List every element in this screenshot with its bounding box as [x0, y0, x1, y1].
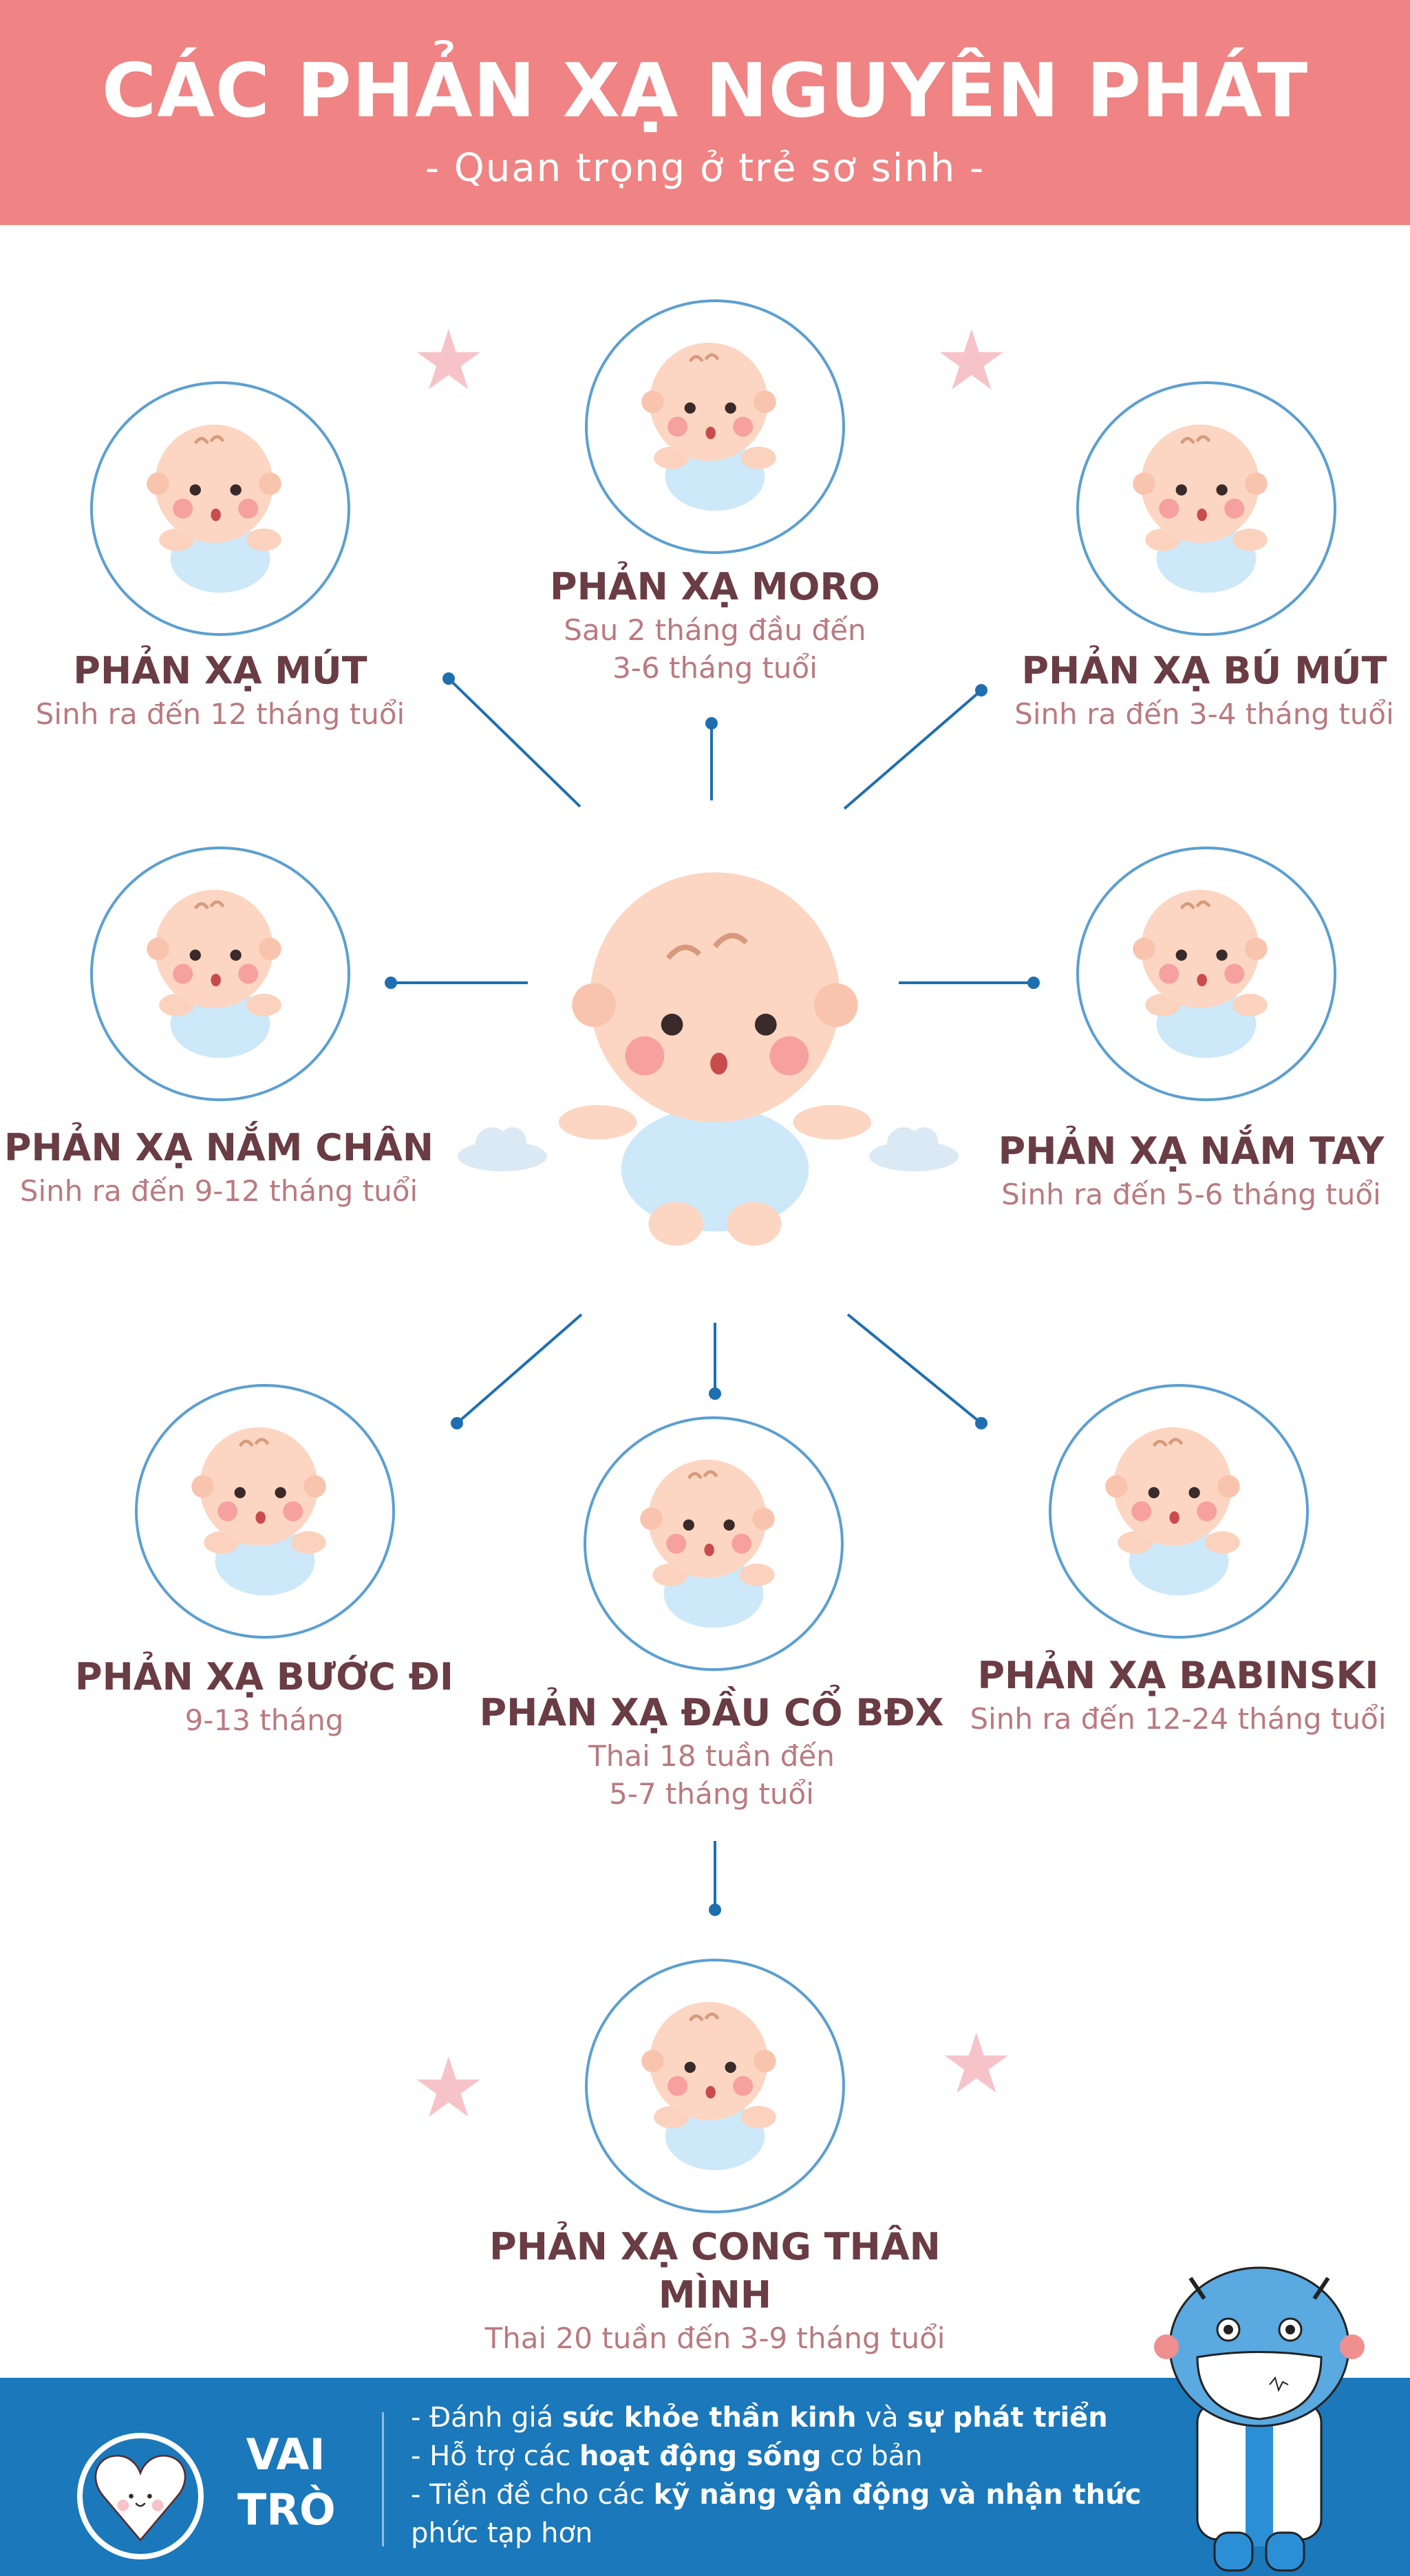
reflex-title: PHẢN XẠ BƯỚC ĐI	[75, 1655, 453, 1699]
reflex-illustration-babinski	[1049, 1384, 1309, 1639]
role-footer: VAI TRÒ - Đánh giá sức khỏe thần kinh và…	[0, 2378, 1410, 2576]
star-icon: ★	[934, 313, 1009, 409]
role-bullet-text: cơ bản	[821, 2440, 923, 2472]
reflex-age: 3-6 tháng tuổi	[612, 651, 818, 685]
reflex-label: PHẢN XẠ BABINSKI Sinh ra đến 12-24 tháng…	[903, 1652, 1410, 1738]
reflex-age: 9-13 tháng	[184, 1703, 344, 1737]
reflex-title: PHẢN XẠ MÚT	[73, 649, 367, 692]
role-bullet-text: và	[856, 2402, 908, 2434]
role-bullet: - Tiền đề cho các kỹ năng vận động và nh…	[411, 2476, 1168, 2514]
reflex-label: PHẢN XẠ NẮM TAY Sinh ra đến 5-6 tháng tu…	[916, 1127, 1410, 1213]
central-baby-illustration	[559, 872, 871, 1246]
header-banner: CÁC PHẢN XẠ NGUYÊN PHÁT - Quan trọng ở t…	[0, 0, 1410, 225]
doctor-mascot-illustration	[1154, 2266, 1365, 2572]
reflex-age: Sau 2 tháng đầu đến	[564, 613, 866, 647]
reflex-illustration-sucking	[90, 381, 350, 636]
star-icon: ★	[412, 313, 486, 409]
reflex-title: PHẢN XẠ CONG THÂN MÌNH	[489, 2225, 941, 2317]
reflex-label: PHẢN XẠ NẮM CHÂN Sinh ra đến 9-12 tháng …	[0, 1124, 494, 1210]
reflex-title: PHẢN XẠ ĐẦU CỔ BĐX	[479, 1691, 944, 1734]
reflex-label: PHẢN XẠ CONG THÂN MÌNH Thai 20 tuần đến …	[440, 2223, 990, 2357]
role-bullet-text: - Đánh giá	[411, 2402, 562, 2434]
reflex-illustration-tonic-neck	[584, 1416, 844, 1671]
role-bullet-text: - Tiền đề cho các	[411, 2479, 654, 2511]
reflex-title: PHẢN XẠ NẮM TAY	[998, 1129, 1385, 1173]
role-heading: VAI TRÒ	[237, 2427, 336, 2537]
star-icon: ★	[939, 2016, 1014, 2112]
reflex-illustration-palmar-grasp	[1076, 847, 1336, 1101]
reflex-age: Sinh ra đến 3-4 tháng tuổi	[1014, 697, 1394, 731]
star-icon: ★	[412, 2041, 486, 2136]
reflex-illustration-moro	[585, 299, 845, 554]
reflex-title: PHẢN XẠ BÚ MÚT	[1021, 649, 1387, 692]
reflex-illustration-rooting	[1076, 381, 1336, 636]
reflex-age: Thai 20 tuần đến 3-9 tháng tuổi	[484, 2321, 946, 2355]
reflex-label: PHẢN XẠ BÚ MÚT Sinh ra đến 3-4 tháng tuổ…	[929, 647, 1410, 733]
role-bullet: phức tạp hơn	[411, 2514, 1168, 2553]
reflex-title: PHẢN XẠ BABINSKI	[977, 1654, 1379, 1697]
reflex-illustration-stepping	[135, 1384, 395, 1639]
reflex-illustration-plantar-grasp	[90, 847, 350, 1101]
reflex-age: Sinh ra đến 5-6 tháng tuổi	[1001, 1178, 1381, 1211]
role-bullet-emphasis: kỹ năng vận động và nhận thức	[653, 2479, 1142, 2511]
reflex-age: 5-7 tháng tuổi	[609, 1777, 814, 1811]
cloud-icon	[458, 1127, 959, 1171]
role-bullet-emphasis: sức khỏe thần kinh	[562, 2402, 857, 2434]
role-bullet-text: - Hỗ trợ các	[411, 2440, 579, 2472]
page-subtitle: - Quan trọng ở trẻ sơ sinh -	[425, 146, 985, 191]
reflex-age: Sinh ra đến 12 tháng tuổi	[35, 697, 405, 731]
role-bullet-emphasis: sự phát triển	[907, 2402, 1108, 2434]
divider	[382, 2412, 384, 2546]
role-heading-line: TRÒ	[237, 2484, 336, 2535]
reflex-label: PHẢN XẠ MORO Sau 2 tháng đầu đến 3-6 thá…	[440, 563, 990, 687]
role-bullet-text: phức tạp hơn	[411, 2518, 593, 2549]
reflex-age: Sinh ra đến 12-24 tháng tuổi	[970, 1702, 1387, 1736]
role-heading-line: VAI	[246, 2429, 325, 2480]
reflex-label: PHẢN XẠ ĐẦU CỔ BĐX Thai 18 tuần đến 5-7 …	[436, 1689, 987, 1813]
reflex-age: Thai 18 tuần đến	[588, 1739, 835, 1773]
role-bullet-list: - Đánh giá sức khỏe thần kinh và sự phát…	[411, 2398, 1168, 2553]
reflex-illustration-galant	[585, 1959, 845, 2213]
reflex-label: PHẢN XẠ MÚT Sinh ra đến 12 tháng tuổi	[0, 647, 495, 733]
role-bullet: - Hỗ trợ các hoạt động sống cơ bản	[411, 2437, 1168, 2476]
role-bullet-emphasis: hoạt động sống	[579, 2440, 822, 2472]
reflex-title: PHẢN XẠ MORO	[550, 565, 880, 608]
reflex-title: PHẢN XẠ NẮM CHÂN	[3, 1126, 434, 1169]
page-title: CÁC PHẢN XẠ NGUYÊN PHÁT	[101, 48, 1309, 134]
reflex-age: Sinh ra đến 9-12 tháng tuổi	[19, 1174, 418, 1208]
reflex-label: PHẢN XẠ BƯỚC ĐI 9-13 tháng	[0, 1653, 540, 1739]
heart-icon	[77, 2433, 204, 2559]
role-bullet: - Đánh giá sức khỏe thần kinh và sự phát…	[411, 2398, 1168, 2437]
